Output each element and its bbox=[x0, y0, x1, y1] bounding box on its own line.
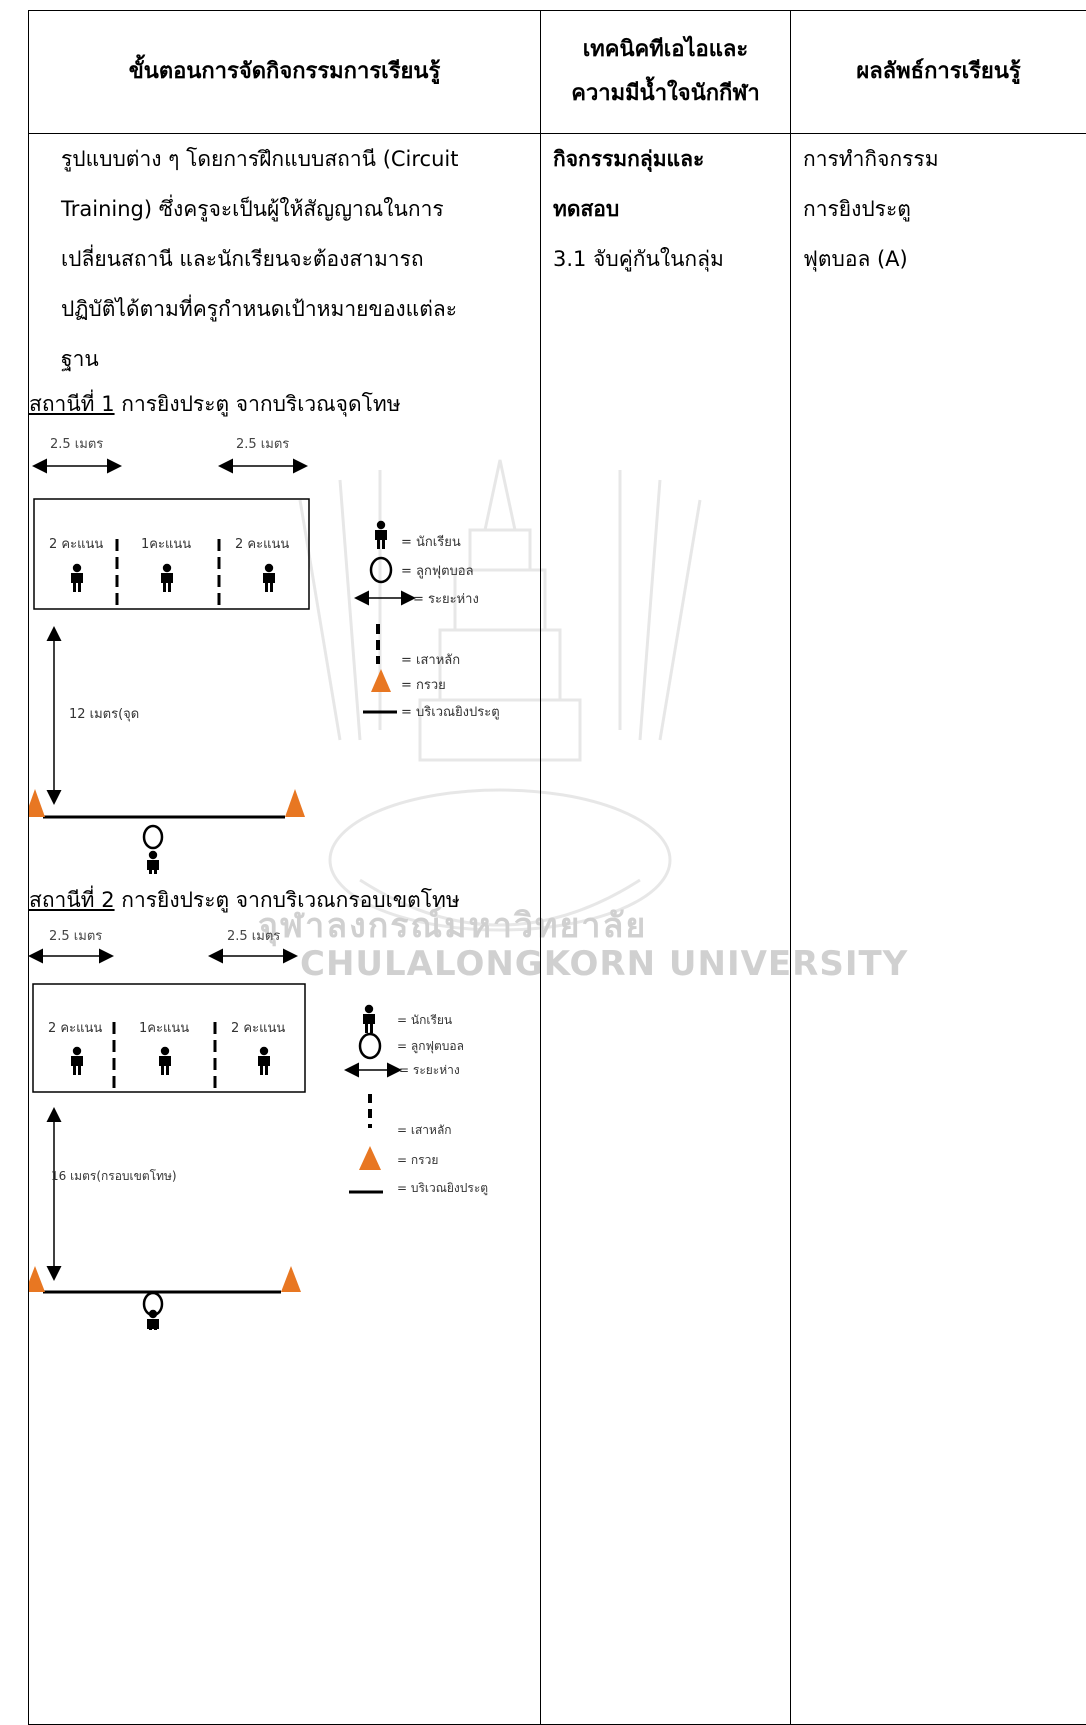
legend-ball: = ลูกฟุตบอล bbox=[397, 1039, 464, 1054]
technique-cell: กิจกรรมกลุ่มและ ทดสอบ 3.1 จับคู่กันในกลุ… bbox=[541, 134, 791, 1725]
cone-legend-icon bbox=[359, 1146, 381, 1170]
station2-score-mid: 1คะแนน bbox=[139, 1021, 189, 1036]
station2-score-right: 2 คะแนน bbox=[231, 1021, 285, 1036]
legend-student: = นักเรียน bbox=[397, 1013, 452, 1027]
header-activity-steps: ขั้นตอนการจัดกิจกรรมการเรียนรู้ bbox=[29, 11, 541, 134]
lesson-table: ขั้นตอนการจัดกิจกรรมการเรียนรู้ เทคนิคที… bbox=[28, 10, 1086, 1725]
legend-shooting-area: = บริเวณยิงประตู bbox=[397, 1181, 488, 1196]
ball-icon bbox=[144, 826, 162, 848]
intro-paragraph: รูปแบบต่าง ๆ โดยการฝึกแบบสถานี (Circuit … bbox=[29, 134, 540, 384]
legend-ball: = ลูกฟุตบอล bbox=[401, 564, 474, 579]
table-body-row: รูปแบบต่าง ๆ โดยการฝึกแบบสถานี (Circuit … bbox=[29, 134, 1086, 1725]
goal-box bbox=[33, 984, 305, 1092]
intro-line: เปลี่ยนสถานี และนักเรียนจะต้องสามารถ bbox=[61, 234, 530, 284]
station1-distance-label: 12 เมตร(จุด bbox=[69, 707, 139, 722]
technique-bold-line: กิจกรรมกลุ่มและ bbox=[553, 134, 782, 184]
technique-content: กิจกรรมกลุ่มและ ทดสอบ 3.1 จับคู่กันในกลุ… bbox=[541, 134, 790, 284]
intro-line: Training) ซึ่งครูจะเป็นผู้ให้สัญญาณในการ bbox=[61, 184, 530, 234]
station2-dist-right: 2.5 เมตร bbox=[227, 929, 280, 944]
student-icon bbox=[71, 1047, 83, 1075]
header-technique: เทคนิคทีเอไอและ ความมีน้ำใจนักกีฬา bbox=[541, 11, 791, 134]
legend-student: = นักเรียน bbox=[401, 534, 461, 550]
header-technique-line2: ความมีน้ำใจนักกีฬา bbox=[541, 72, 790, 116]
cone-icon bbox=[29, 1266, 45, 1292]
cone-icon bbox=[281, 1266, 301, 1292]
header-learning-outcome: ผลลัพธ์การเรียนรู้ bbox=[791, 11, 1086, 134]
activity-steps-cell: รูปแบบต่าง ๆ โดยการฝึกแบบสถานี (Circuit … bbox=[29, 134, 541, 1725]
station1-score-right: 2 คะแนน bbox=[235, 537, 289, 552]
station1-diagram: 2.5 เมตร 2.5 เมตร 2 คะแนน 1คะแนน 2 คะแนน… bbox=[29, 424, 539, 874]
station2-score-left: 2 คะแนน bbox=[48, 1021, 102, 1036]
legend-distance: = ระยะห่าง bbox=[413, 592, 479, 607]
technique-bold-line: ทดสอบ bbox=[553, 184, 782, 234]
station1-label: สถานีที่ 1 bbox=[29, 392, 115, 416]
student-icon bbox=[71, 564, 83, 592]
student-legend-icon bbox=[375, 521, 387, 549]
technique-item: 3.1 จับคู่กันในกลุ่ม bbox=[553, 234, 782, 284]
student-icon bbox=[263, 564, 275, 592]
station1-title: สถานีที่ 1 การยิงประตู จากบริเวณจุดโทษ bbox=[29, 384, 540, 424]
header-technique-line1: เทคนิคทีเอไอและ bbox=[541, 28, 790, 72]
station1-dist-left: 2.5 เมตร bbox=[50, 437, 103, 452]
student-icon bbox=[161, 564, 173, 592]
station1-score-left: 2 คะแนน bbox=[49, 537, 103, 552]
outcome-line: การยิงประตู bbox=[803, 184, 1080, 234]
intro-line: รูปแบบต่าง ๆ โดยการฝึกแบบสถานี (Circuit bbox=[61, 134, 530, 184]
outcome-cell: การทำกิจกรรม การยิงประตู ฟุตบอล (A) bbox=[791, 134, 1086, 1725]
cone-legend-icon bbox=[371, 669, 391, 692]
ball-legend-icon bbox=[360, 1034, 380, 1058]
goal-box bbox=[34, 499, 309, 609]
cone-icon bbox=[285, 789, 305, 817]
legend-shooting-area: = บริเวณยิงประตู bbox=[401, 705, 500, 720]
ball-legend-icon bbox=[371, 558, 391, 582]
station2-distance-label: 16 เมตร(กรอบเขตโทษ) bbox=[51, 1169, 177, 1183]
station2-label: สถานีที่ 2 bbox=[29, 888, 115, 912]
intro-line: ปฏิบัติได้ตามที่ครูกำหนดเป้าหมายของแต่ละ bbox=[61, 284, 530, 334]
legend-cone: = กรวย bbox=[397, 1153, 438, 1167]
outcome-content: การทำกิจกรรม การยิงประตู ฟุตบอล (A) bbox=[791, 134, 1086, 284]
cone-icon bbox=[29, 789, 45, 817]
table-header-row: ขั้นตอนการจัดกิจกรรมการเรียนรู้ เทคนิคที… bbox=[29, 11, 1086, 134]
student-icon bbox=[147, 851, 159, 874]
station2-text: การยิงประตู จากบริเวณกรอบเขตโทษ bbox=[115, 888, 460, 912]
student-icon bbox=[159, 1047, 171, 1075]
legend-post: = เสาหลัก bbox=[401, 653, 460, 668]
legend-post: = เสาหลัก bbox=[397, 1123, 452, 1137]
legend-distance: = ระยะห่าง bbox=[399, 1063, 460, 1077]
station1-score-mid: 1คะแนน bbox=[141, 537, 191, 552]
outcome-line: การทำกิจกรรม bbox=[803, 134, 1080, 184]
station1-dist-right: 2.5 เมตร bbox=[236, 437, 289, 452]
station2-dist-left: 2.5 เมตร bbox=[49, 929, 102, 944]
outcome-line: ฟุตบอล (A) bbox=[803, 234, 1080, 284]
student-icon bbox=[258, 1047, 270, 1075]
station2-diagram: 2.5 เมตร 2.5 เมตร 2 คะแนน 1คะแนน 2 คะแนน… bbox=[29, 920, 539, 1330]
station2-title: สถานีที่ 2 การยิงประตู จากบริเวณกรอบเขตโ… bbox=[29, 880, 540, 920]
student-legend-icon bbox=[363, 1005, 375, 1033]
legend-cone: = กรวย bbox=[401, 678, 446, 693]
intro-line: ฐาน bbox=[61, 334, 530, 384]
station1-text: การยิงประตู จากบริเวณจุดโทษ bbox=[115, 392, 401, 416]
